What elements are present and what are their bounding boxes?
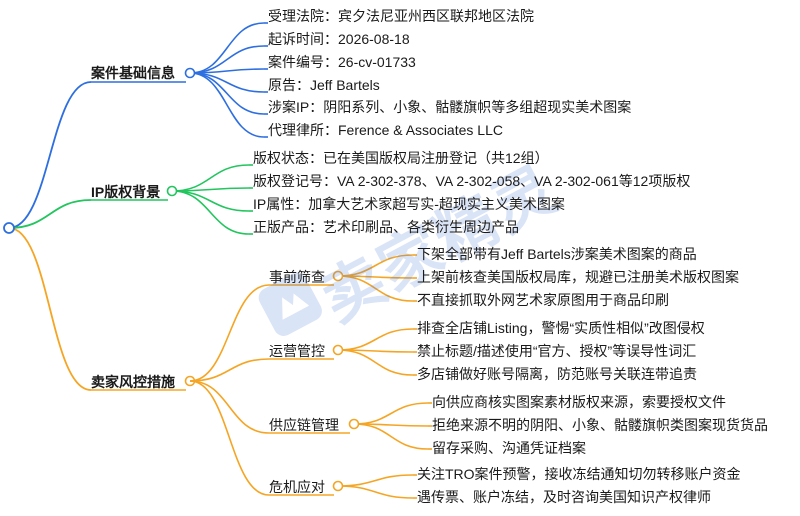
connector-case-info-item-1 — [189, 22, 265, 74]
connector-risk-sub-4 — [189, 380, 270, 496]
connector-risk-sub-3-item-1 — [353, 402, 429, 425]
leaf-supply-chain-2: 拒绝来源不明的阴阳、小象、骷髅旗帜类图案现货货品 — [432, 417, 768, 433]
leaf-pre-screening-2: 上架前核查美国版权局库，规避已注册美术版权图案 — [417, 269, 739, 285]
leaf-supply-chain-3: 留存采购、沟通凭证档案 — [432, 440, 586, 456]
sub-label-pre-screening: 事前筛查 — [269, 269, 325, 285]
leaf-law-firm: 代理律所：Ference & Associates LLC — [268, 122, 503, 138]
sub-label-crisis: 危机应对 — [269, 479, 325, 495]
sub-label-operations: 运营管控 — [269, 343, 325, 359]
leaf-plaintiff: 原告：Jeff Bartels — [268, 77, 380, 93]
leaf-ip-involved: 涉案IP：阴阳系列、小象、骷髅旗帜等多组超现实美术图案 — [268, 99, 632, 115]
connector-risk-sub-1-item-1 — [337, 254, 414, 277]
leaf-genuine-products: 正版产品：艺术印刷品、各类衍生周边产品 — [253, 219, 519, 235]
leaf-supply-chain-1: 向供应商核实图案素材版权来源，索要授权文件 — [432, 394, 726, 410]
leaf-operations-1: 排查全店铺Listing，警惕“实质性相似”改图侵权 — [417, 320, 705, 336]
connector-case-info-item-6 — [189, 72, 265, 138]
connector-ip-item-1 — [171, 164, 250, 192]
collapse-toggle-risk-sub-1[interactable] — [332, 270, 344, 282]
collapse-toggle-case-info[interactable] — [184, 67, 196, 79]
connector-risk-sub-1 — [189, 284, 270, 382]
leaf-case-number: 案件编号：26-cv-01733 — [268, 54, 416, 70]
connector-risk-sub-4-item-1 — [337, 474, 414, 487]
leaf-court: 受理法院：宾夕法尼亚州西区联邦地区法院 — [268, 8, 534, 24]
connector-risk-sub-4-item-2 — [337, 485, 414, 499]
connector-risk-sub-1-item-3 — [337, 275, 414, 302]
connector-risk-sub-2 — [189, 358, 270, 382]
connector-ip-item-4 — [171, 190, 250, 235]
leaf-copyright-status: 版权状态：已在美国版权局注册登记（共12组） — [253, 150, 549, 166]
collapse-toggle-risk-sub-3[interactable] — [348, 418, 360, 430]
branch-label-risk-control: 卖家风控措施 — [91, 374, 175, 390]
connector-root-risk-control — [8, 227, 92, 391]
collapse-toggle-risk-sub-4[interactable] — [332, 480, 344, 492]
branch-label-case-info: 案件基础信息 — [91, 65, 175, 81]
leaf-registration-no: 版权登记号：VA 2-302-378、VA 2-302-058、VA 2-302… — [253, 173, 691, 189]
collapse-toggle-ip-background[interactable] — [166, 185, 178, 197]
connector-risk-sub-3-item-3 — [353, 423, 429, 450]
connector-ip-item-3 — [171, 190, 250, 212]
leaf-pre-screening-3: 不直接抓取外网艺术家原图用于商品印刷 — [417, 292, 669, 308]
connector-case-info-item-5 — [189, 72, 265, 115]
connector-root-case-info — [8, 81, 92, 229]
leaf-crisis-2: 遇传票、账户冻结，及时咨询美国知识产权律师 — [417, 489, 711, 505]
leaf-crisis-1: 关注TRO案件预警，接收冻结通知切勿转移账户资金 — [417, 466, 741, 482]
sub-label-supply-chain: 供应链管理 — [269, 417, 339, 433]
connector-risk-sub-3 — [189, 380, 270, 434]
connector-risk-sub-2-item-3 — [337, 349, 414, 376]
collapse-toggle-risk-sub-2[interactable] — [332, 344, 344, 356]
branch-label-ip-background: IP版权背景 — [91, 184, 161, 200]
leaf-pre-screening-1: 下架全部带有Jeff Bartels涉案美术图案的商品 — [417, 246, 697, 262]
leaf-operations-3: 多店铺做好账号隔离，防范账号关联连带追责 — [417, 366, 697, 382]
root-node[interactable] — [3, 222, 15, 234]
leaf-filing-date: 起诉时间：2026-08-18 — [268, 31, 410, 47]
connector-risk-sub-2-item-1 — [337, 328, 414, 351]
connector-root-ip-background — [8, 199, 92, 229]
leaf-ip-attribute: IP属性：加拿大艺术家超写实-超现实主义美术图案 — [253, 196, 565, 212]
leaf-operations-2: 禁止标题/描述使用“官方、授权”等误导性词汇 — [417, 343, 697, 359]
